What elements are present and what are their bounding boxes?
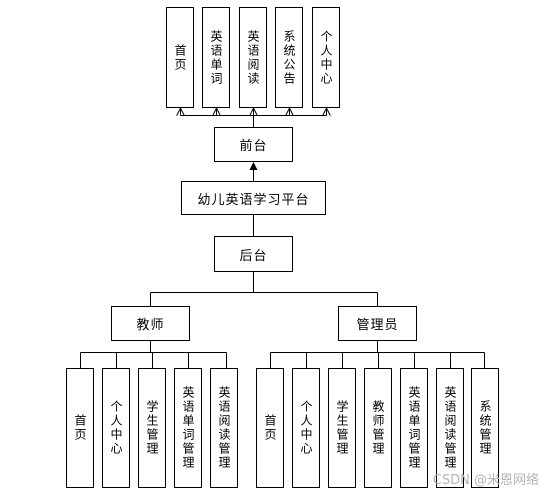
admin-module-english-words-management: 英语单词管理 (400, 368, 428, 488)
teacher-module-english-words-management: 英语单词管理 (174, 368, 202, 488)
admin-module-personal-center: 个人中心 (292, 368, 320, 488)
teacher-module-personal-center: 个人中心 (102, 368, 130, 488)
admin-module-student-management: 学生管理 (328, 368, 356, 488)
watermark: CSDN @米恩网络 (432, 473, 539, 488)
frontend-module-personal-center: 个人中心 (312, 7, 340, 108)
frontend-module-home: 首页 (166, 7, 194, 108)
admin-module-system-management: 系统管理 (471, 368, 499, 488)
teacher-module-student-management: 学生管理 (138, 368, 166, 488)
admin-node: 管理员 (338, 306, 417, 341)
admin-module-home: 首页 (256, 368, 284, 488)
backend-node: 后台 (214, 236, 293, 272)
teacher-node: 教师 (111, 306, 190, 341)
frontend-node: 前台 (214, 127, 293, 162)
frontend-module-system-notice: 系统公告 (275, 7, 303, 108)
admin-module-teacher-management: 教师管理 (364, 368, 392, 488)
frontend-module-english-reading: 英语阅读 (239, 7, 267, 108)
frontend-module-english-words: 英语单词 (202, 7, 230, 108)
platform-root-node: 幼儿英语学习平台 (181, 181, 326, 215)
teacher-module-english-reading-management: 英语阅读管理 (210, 368, 238, 488)
admin-module-english-reading-management: 英语阅读管理 (436, 368, 464, 488)
teacher-module-home: 首页 (66, 368, 94, 488)
